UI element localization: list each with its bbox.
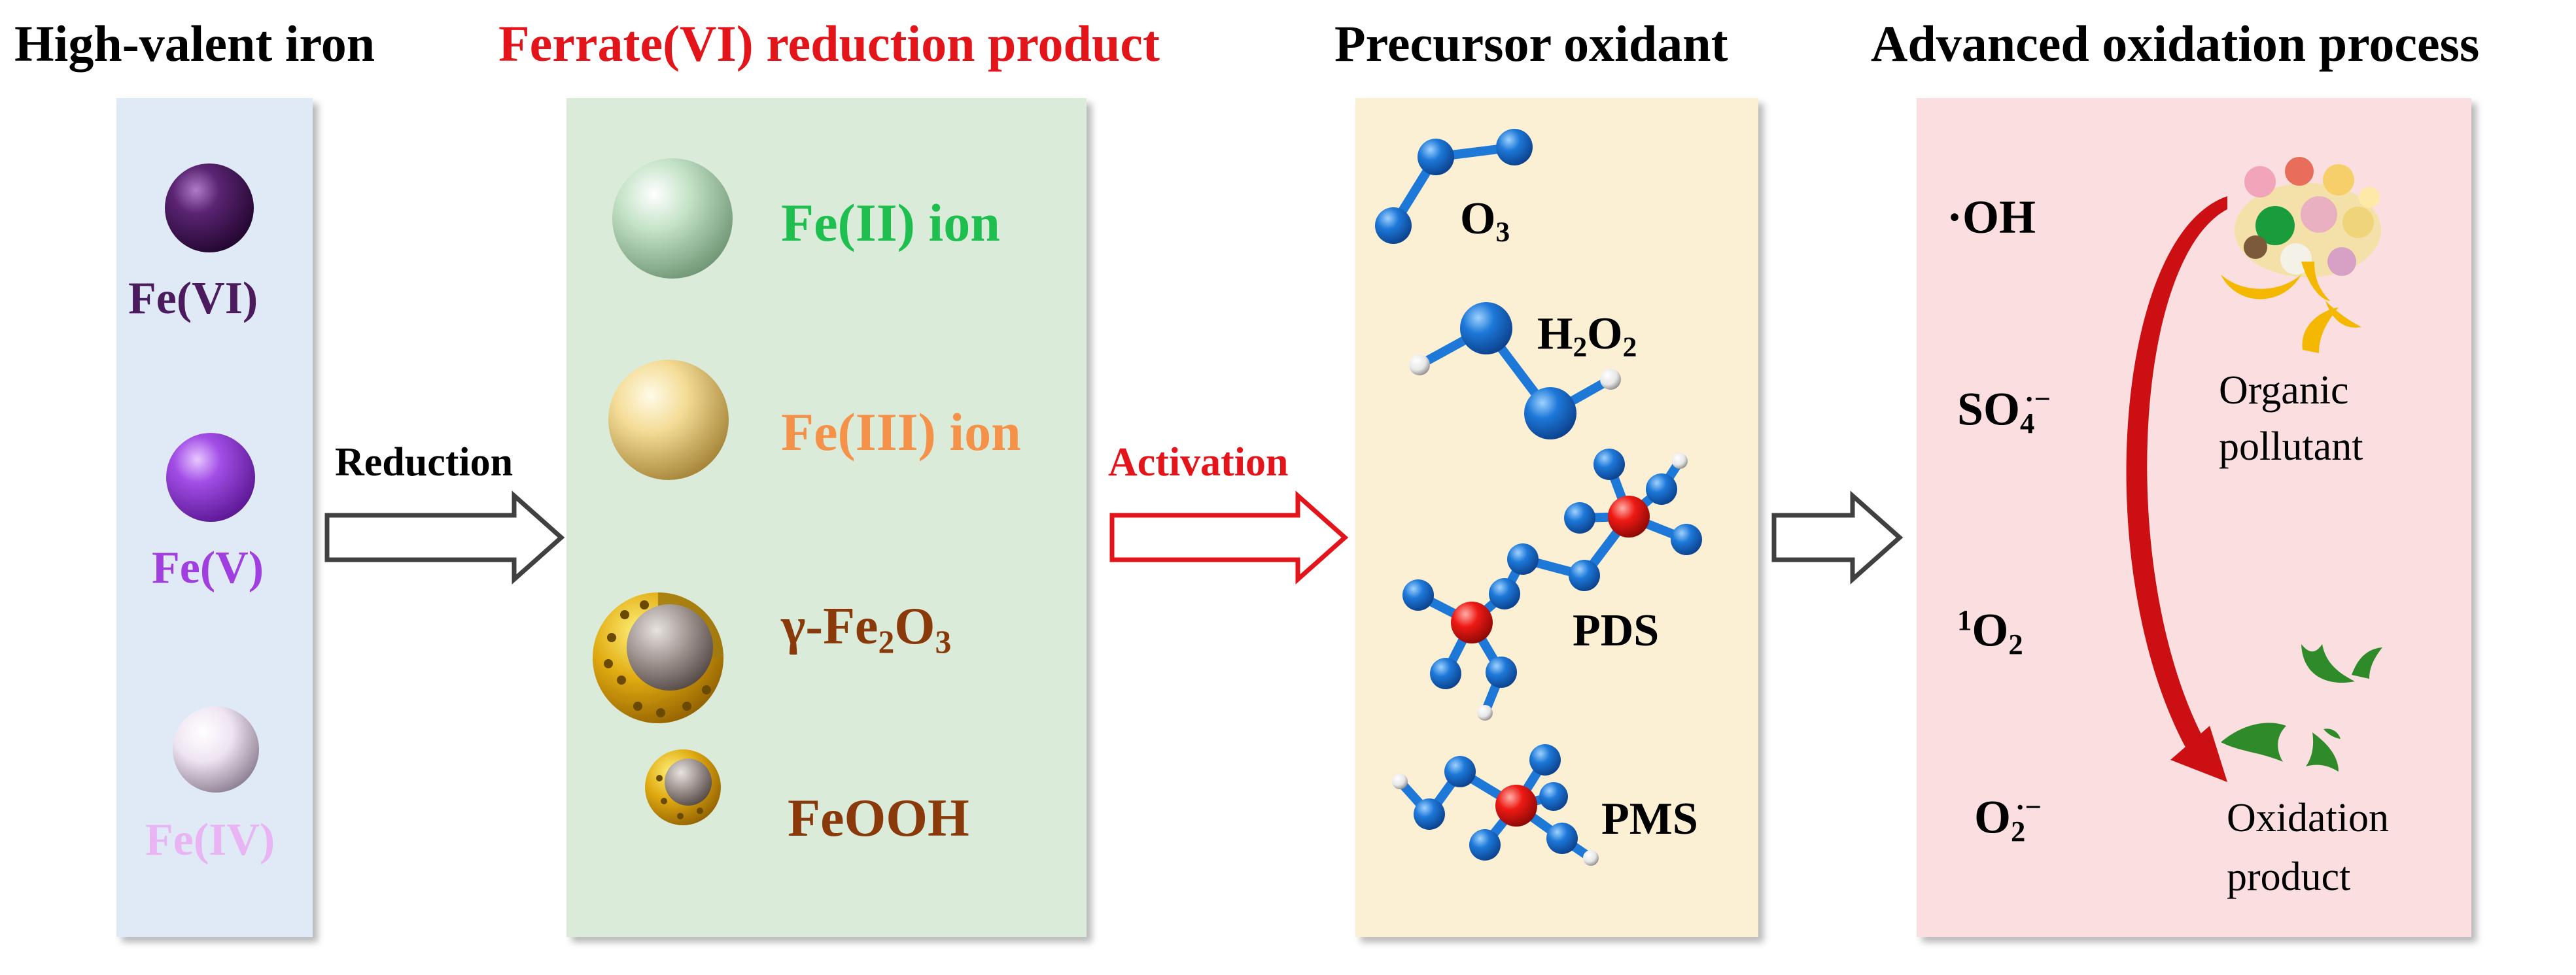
- product-fragments-icon: [2221, 644, 2382, 772]
- label-h2o2: H2O2: [1537, 309, 1637, 364]
- label-activation: Activation: [1108, 440, 1289, 485]
- fe-vi-sphere: [165, 163, 254, 252]
- label-fe-vi: Fe(VI): [128, 273, 258, 324]
- label-organic: Organic: [2219, 368, 2349, 413]
- label-pollutant: pollutant: [2219, 424, 2363, 469]
- label-hydroxyl-radical: ·OH: [1947, 191, 2036, 243]
- o3-atoms: [1375, 129, 1533, 244]
- label-fe-iv: Fe(IV): [145, 815, 275, 865]
- label-pds: PDS: [1573, 606, 1660, 656]
- fe2-sphere: [612, 158, 733, 279]
- label-o3: O3: [1460, 194, 1510, 248]
- fe3-sphere: [608, 360, 729, 480]
- label-product: product: [2227, 855, 2351, 899]
- aop-arrow: [1771, 490, 1904, 585]
- label-reduction: Reduction: [335, 440, 513, 485]
- label-sulfate-radical: SO4·−: [1957, 383, 2051, 440]
- label-oxidation: Oxidation: [2227, 796, 2389, 840]
- label-feooh: FeOOH: [788, 788, 969, 847]
- label-gamma-fe2o3: γ-Fe2O3: [781, 598, 952, 660]
- gamma-fe2o3-particle: [593, 592, 723, 723]
- label-fe-v: Fe(V): [152, 543, 264, 593]
- label-fe2-ion: Fe(II) ion: [781, 193, 1000, 252]
- fe-v-sphere: [166, 433, 255, 522]
- label-superoxide: O2·−: [1974, 791, 2042, 848]
- reduction-arrow: [324, 490, 565, 585]
- header-high-valent-iron: High-valent iron: [14, 15, 375, 72]
- oxidation-curve-arrow: [2126, 196, 2227, 782]
- header-precursor-oxidant: Precursor oxidant: [1334, 15, 1728, 72]
- header-aop: Advanced oxidation process: [1871, 15, 2480, 72]
- label-fe3-ion: Fe(III) ion: [781, 402, 1021, 462]
- label-pms: PMS: [1601, 794, 1698, 844]
- header-reduction-product: Ferrate(VI) reduction product: [498, 15, 1160, 72]
- fe-iv-sphere: [173, 706, 259, 793]
- pollutant-icon: [2221, 157, 2381, 353]
- activation-arrow: [1109, 490, 1349, 585]
- label-singlet-oxygen: 1O2: [1957, 604, 2023, 661]
- feooh-particle: [645, 749, 721, 825]
